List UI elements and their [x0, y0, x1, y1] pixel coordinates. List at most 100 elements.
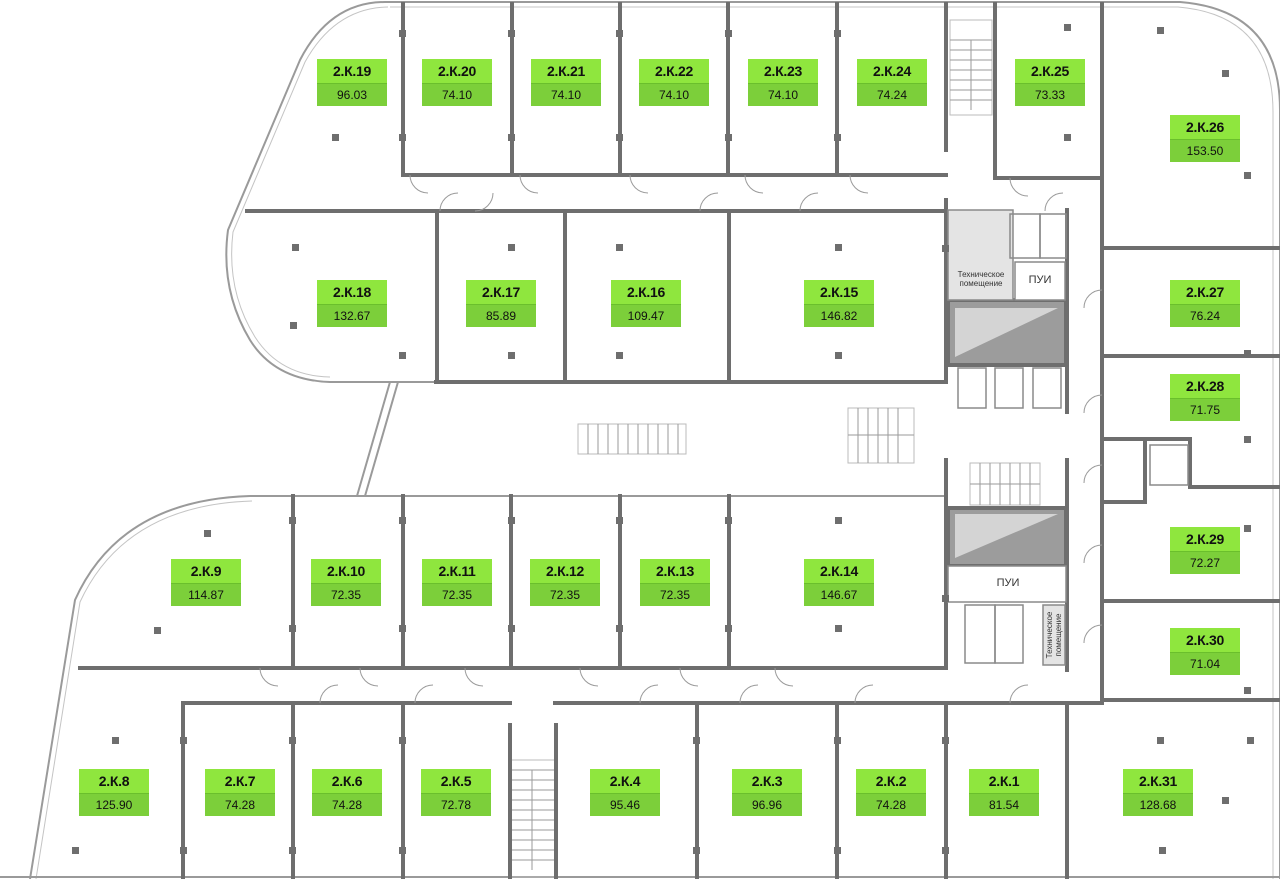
unit-id: 2.К.2	[856, 769, 926, 793]
second-row-walls	[245, 198, 948, 384]
unit-area: 74.10	[422, 83, 492, 106]
unit-id: 2.К.5	[421, 769, 491, 793]
unit-id: 2.К.4	[590, 769, 660, 793]
unit-area: 71.04	[1170, 652, 1240, 675]
unit-id: 2.К.27	[1170, 280, 1240, 304]
unit-area: 72.35	[530, 583, 600, 606]
unit-area: 95.46	[590, 793, 660, 816]
unit-id: 2.К.14	[804, 559, 874, 583]
unit-area: 153.50	[1170, 139, 1240, 162]
unit-area: 71.75	[1170, 398, 1240, 421]
unit-area: 74.28	[205, 793, 275, 816]
unit-area: 72.35	[422, 583, 492, 606]
unit-id: 2.К.8	[79, 769, 149, 793]
unit-area: 74.10	[531, 83, 601, 106]
lower-middle-row-walls	[78, 494, 948, 670]
unit-id: 2.К.30	[1170, 628, 1240, 652]
unit-area: 73.33	[1015, 83, 1085, 106]
unit-area: 72.78	[421, 793, 491, 816]
door-swings	[259, 174, 1103, 704]
unit-id: 2.К.28	[1170, 374, 1240, 398]
unit-area: 72.35	[640, 583, 710, 606]
unit-area: 109.47	[611, 304, 681, 327]
unit-area: 132.67	[317, 304, 387, 327]
pui-bottom-label: ПУИ	[996, 577, 1020, 589]
unit-id: 2.К.31	[1123, 769, 1193, 793]
unit-id: 2.К.10	[311, 559, 381, 583]
unit-area: 74.28	[856, 793, 926, 816]
unit-id: 2.К.22	[639, 59, 709, 83]
unit-id: 2.К.11	[422, 559, 492, 583]
unit-id: 2.К.18	[317, 280, 387, 304]
unit-id: 2.К.16	[611, 280, 681, 304]
unit-area: 96.03	[317, 83, 387, 106]
structural-columns	[72, 24, 1254, 854]
right-column-walls	[1100, 176, 1280, 702]
tech-room-top-line1: Техническое	[957, 270, 1005, 279]
stairs	[509, 19, 1041, 878]
tech-room-bottom-line2: помещение	[1054, 613, 1063, 657]
unit-area: 146.67	[804, 583, 874, 606]
unit-area: 85.89	[466, 304, 536, 327]
unit-id: 2.К.23	[748, 59, 818, 83]
unit-id: 2.К.24	[857, 59, 927, 83]
core-walls	[944, 208, 1189, 672]
unit-area: 128.68	[1123, 793, 1193, 816]
unit-id: 2.К.7	[205, 769, 275, 793]
unit-id: 2.К.1	[969, 769, 1039, 793]
unit-id: 2.К.3	[732, 769, 802, 793]
unit-area: 74.28	[312, 793, 382, 816]
unit-id: 2.К.13	[640, 559, 710, 583]
unit-area: 74.10	[639, 83, 709, 106]
unit-id: 2.К.17	[466, 280, 536, 304]
unit-id: 2.К.19	[317, 59, 387, 83]
tech-room-bottom-line1: Техническое	[1045, 611, 1054, 659]
unit-id: 2.К.9	[171, 559, 241, 583]
unit-area: 74.24	[857, 83, 927, 106]
unit-area: 96.96	[732, 793, 802, 816]
unit-id: 2.К.21	[531, 59, 601, 83]
unit-id: 2.К.26	[1170, 115, 1240, 139]
unit-area: 76.24	[1170, 304, 1240, 327]
unit-area: 74.10	[748, 83, 818, 106]
unit-area: 114.87	[171, 583, 241, 606]
unit-area: 72.35	[311, 583, 381, 606]
unit-area: 125.90	[79, 793, 149, 816]
tech-room-top-label: Техническое помещение	[948, 270, 1014, 288]
tech-room-bottom-label: Техническое помещение	[1045, 602, 1063, 668]
tech-room-top-line2: помещение	[959, 279, 1003, 288]
unit-area: 81.54	[969, 793, 1039, 816]
